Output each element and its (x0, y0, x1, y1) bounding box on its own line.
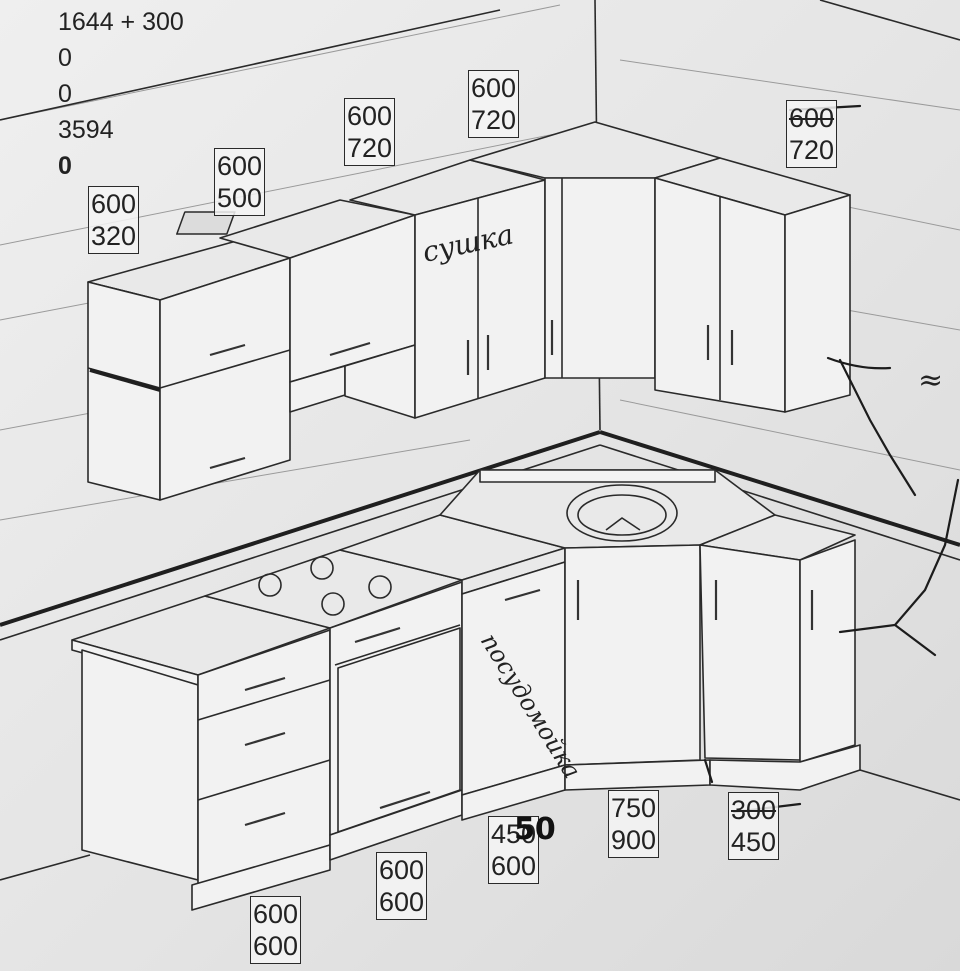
dimension-upper-4: 600 720 (468, 70, 520, 138)
dim-width: 600 (91, 189, 137, 219)
handwritten-side-note: ≈ (918, 363, 943, 398)
dim-width: 750 (611, 793, 657, 823)
dim-width: 600 (217, 151, 263, 181)
dim-height: 720 (347, 133, 393, 163)
dim-width: 600 (253, 899, 299, 929)
dim-height: 720 (789, 135, 835, 165)
lower-cabinets (71, 469, 861, 911)
dimension-upper-2: 600 500 (214, 148, 266, 216)
dim-height: 500 (217, 183, 263, 213)
dimension-upper-5: 600 720 (786, 100, 838, 168)
dimension-lower-2: 600 600 (376, 852, 428, 920)
dim-width-struck: 300 (731, 795, 777, 825)
dim-height: 900 (611, 825, 657, 855)
dim-width: 450 (491, 819, 537, 849)
calculation-notes: 1644 + 300 0 0 3594 0 (58, 4, 184, 184)
dim-height: 600 (379, 887, 425, 917)
dim-width-struck: 600 (789, 103, 835, 133)
dimension-upper-1: 600 320 (88, 186, 140, 254)
upper-cabinets (87, 121, 851, 501)
dimension-lower-3: 450 600 (488, 816, 540, 884)
dim-width: 600 (347, 101, 393, 131)
calc-line: 1644 + 300 (58, 8, 184, 36)
dimension-lower-1: 600 600 (250, 896, 302, 964)
dim-height: 600 (491, 851, 537, 881)
calc-line: 0 (58, 152, 72, 180)
dim-height: 720 (471, 105, 517, 135)
dim-width: 600 (471, 73, 517, 103)
dimension-lower-3-note: 50 (514, 812, 556, 847)
dim-height: 320 (91, 221, 137, 251)
calc-line: 0 (58, 44, 72, 72)
hob-burners (258, 556, 392, 616)
dim-height: 450 (731, 827, 777, 857)
dimension-lower-4: 750 900 (608, 790, 660, 858)
calc-line: 0 (58, 80, 72, 108)
calc-line: 3594 (58, 116, 114, 144)
dimension-lower-5: 300 450 (728, 792, 780, 860)
dim-height: 600 (253, 931, 299, 961)
dimension-upper-3: 600 720 (344, 98, 396, 166)
dim-width: 600 (379, 855, 425, 885)
